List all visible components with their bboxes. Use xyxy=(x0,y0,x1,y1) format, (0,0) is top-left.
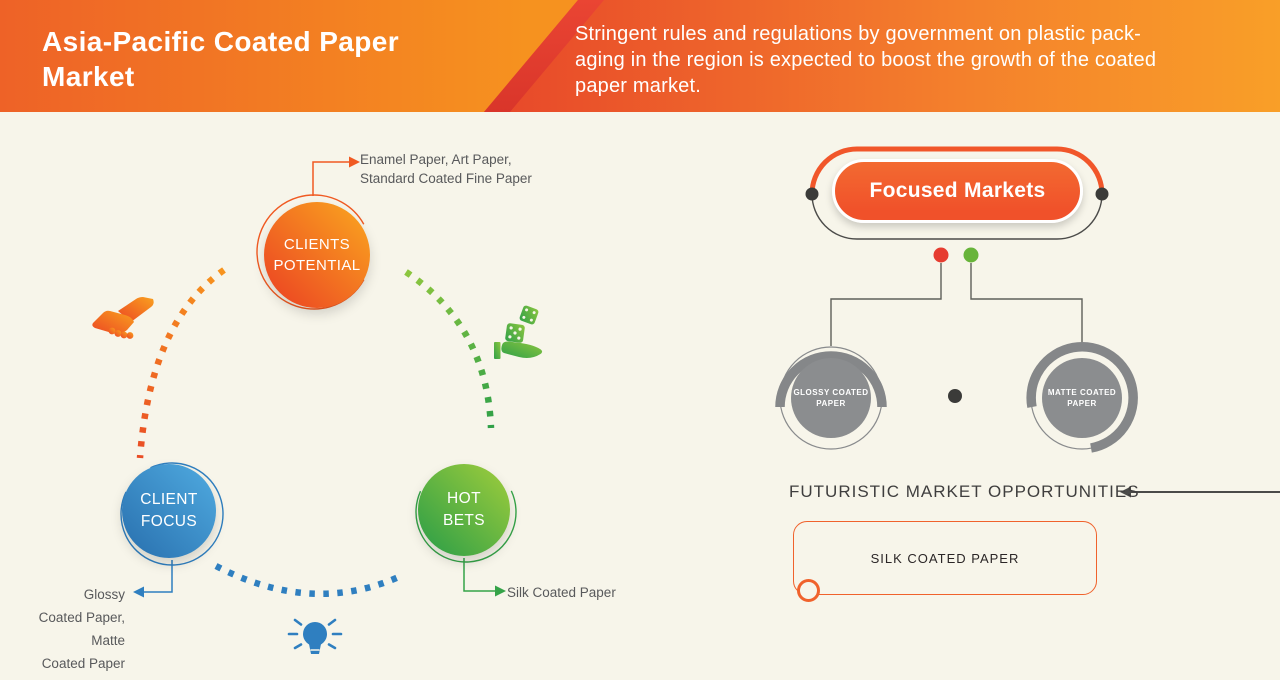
clients-potential-connector xyxy=(312,161,349,196)
description-line-3: paper market. xyxy=(575,75,701,97)
header-left-panel xyxy=(0,0,578,112)
branch-line-right xyxy=(970,263,1083,346)
node-hotbets-line-1: HOT xyxy=(447,490,481,507)
annotation-client-focus: Glossy Coated Paper, Matte Coated Paper xyxy=(39,583,125,675)
annotation-enamel-line-1: Enamel Paper, Art Paper, xyxy=(360,152,512,167)
header-band: Asia-Pacific Coated Paper Market Stringe… xyxy=(0,0,1280,112)
description-line-2: aging in the region is expected to boost… xyxy=(575,49,1157,71)
handshake-icon xyxy=(92,297,154,339)
client-focus-arrow xyxy=(133,586,144,598)
node-clients-line-2: POTENTIAL xyxy=(273,257,361,274)
matte-node-arc xyxy=(1026,342,1138,453)
pill-ring-dot-left xyxy=(805,187,819,201)
pill-ring-top xyxy=(809,146,1105,195)
green-dotted-arc xyxy=(404,269,495,429)
annotation-hot-bets: Silk Coated Paper xyxy=(507,584,616,603)
lightbulb-icon xyxy=(287,618,343,654)
matte-label-line-1: MATTE COATED xyxy=(1047,388,1117,397)
annotation-glossy-line-4: Coated Paper xyxy=(41,656,125,671)
glossy-node-label: GLOSSY COATED PAPER xyxy=(786,387,876,409)
header-description: Stringent rules and regulations by gover… xyxy=(575,21,1245,99)
glossy-node-fill xyxy=(791,358,871,438)
matte-node-label: MATTE COATED PAPER xyxy=(1037,387,1127,409)
matte-node-fill xyxy=(1042,358,1122,438)
green-dot xyxy=(963,247,979,263)
page-title: Asia-Pacific Coated Paper Market xyxy=(42,24,512,94)
node-focus-line-2: FOCUS xyxy=(140,513,198,530)
title-line-1: Asia-Pacific Coated Paper xyxy=(42,26,400,57)
hand-dice-icon xyxy=(494,305,543,359)
title-line-2: Market xyxy=(42,61,135,92)
annotation-glossy-line-2: Coated Paper, xyxy=(38,610,125,625)
matte-label-line-2: PAPER xyxy=(1067,399,1097,408)
node-hot-bets: HOT BETS xyxy=(418,464,510,556)
description-line-1: Stringent rules and regulations by gover… xyxy=(575,23,1142,45)
silk-box-corner-ring xyxy=(797,579,820,602)
clients-potential-arrow xyxy=(349,156,360,168)
annotation-silk-line-1: Silk Coated Paper xyxy=(507,585,616,600)
node-clients-potential: CLIENTS POTENTIAL xyxy=(264,202,370,308)
hot-bets-connector xyxy=(463,558,495,592)
focused-markets-label: Focused Markets xyxy=(869,179,1046,202)
glossy-label-line-1: GLOSSY COATED xyxy=(793,388,869,397)
orange-dotted-arc xyxy=(136,267,226,459)
annotation-glossy-line-1: Glossy xyxy=(83,587,125,602)
node-focus-line-1: CLIENT xyxy=(140,491,198,508)
focused-markets-pill: Focused Markets xyxy=(832,159,1083,223)
node-clients-line-1: CLIENTS xyxy=(283,236,351,253)
branch-line-left xyxy=(830,263,942,346)
glossy-node-arc xyxy=(775,351,887,408)
annotation-glossy-line-3: Matte xyxy=(91,633,125,648)
silk-box-label: SILK COATED PAPER xyxy=(870,550,1020,566)
red-dot xyxy=(933,247,949,263)
pill-ring-dot-right xyxy=(1095,187,1109,201)
client-focus-connector xyxy=(144,560,173,593)
pill-ring-bottom xyxy=(811,193,1103,240)
annotation-enamel-line-2: Standard Coated Fine Paper xyxy=(360,170,532,186)
hot-bets-arrow xyxy=(495,585,506,597)
hot-bets-ring xyxy=(415,461,517,563)
glossy-label-line-2: PAPER xyxy=(816,399,846,408)
node-client-focus: CLIENT FOCUS xyxy=(122,464,216,558)
silk-coated-paper-box: SILK COATED PAPER xyxy=(793,521,1097,595)
heading-arrow-head xyxy=(1120,486,1131,498)
futuristic-heading: FUTURISTIC MARKET OPPORTUNITIES xyxy=(789,482,1140,501)
center-dot xyxy=(948,389,962,403)
blue-dotted-arc xyxy=(214,563,403,597)
node-hotbets-line-2: BETS xyxy=(442,512,486,529)
annotation-clients-potential: Enamel Paper, Art Paper, Standard Coated… xyxy=(360,151,532,188)
